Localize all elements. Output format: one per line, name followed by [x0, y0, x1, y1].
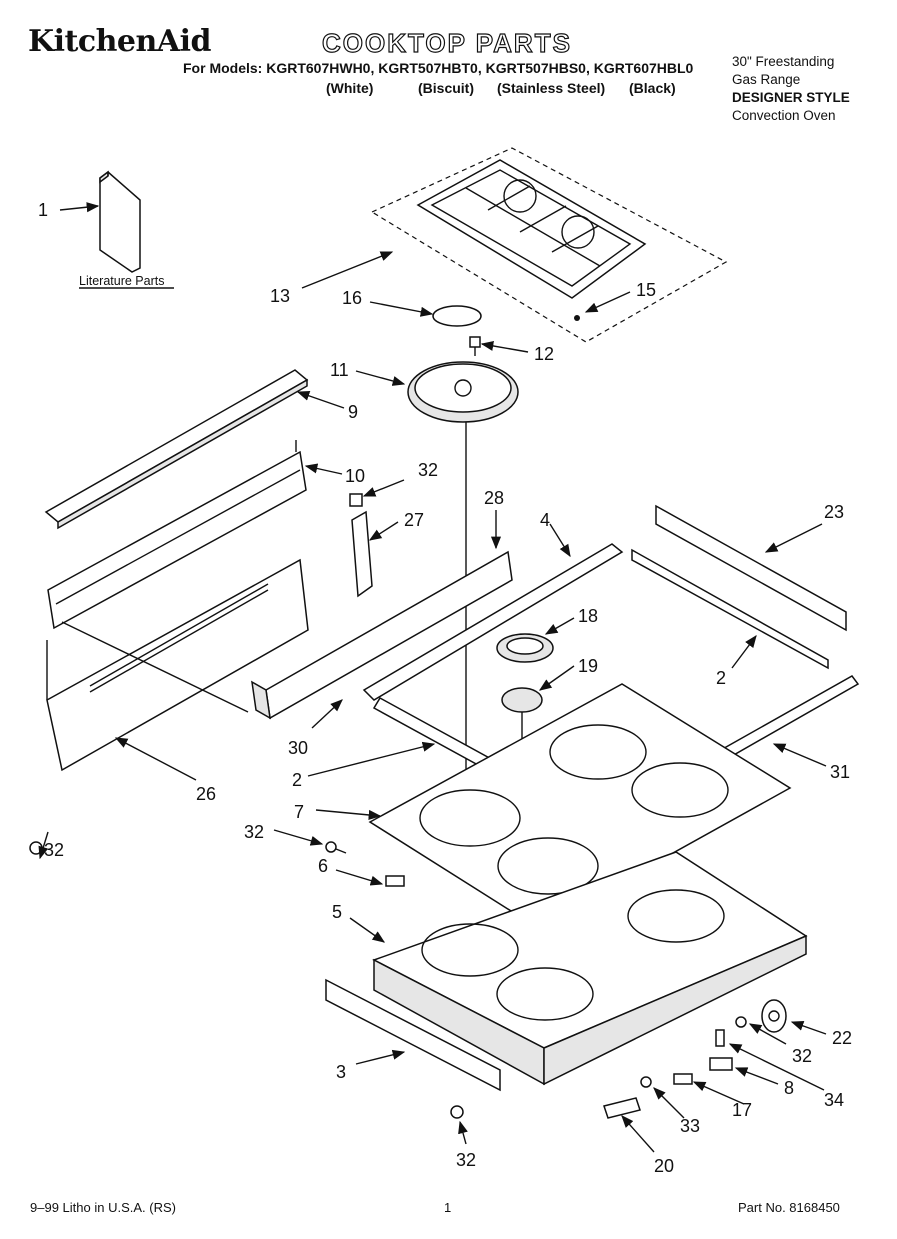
page-title: COOKTOP PARTS — [321, 27, 572, 58]
strip-2-right — [631, 548, 829, 670]
callout-19: 19 — [578, 656, 598, 676]
callout-32-e: 32 — [456, 1150, 476, 1170]
callout-28: 28 — [484, 488, 504, 508]
desc-line-4: Convection Oven — [732, 108, 836, 123]
valve-22 — [761, 999, 787, 1033]
callout-11: 11 — [330, 360, 349, 380]
strip-4 — [362, 543, 624, 701]
callout-1: 1 — [38, 200, 48, 220]
desc-line-1: 30" Freestanding — [732, 54, 835, 69]
callout-23: 23 — [824, 502, 844, 522]
callout-27: 27 — [404, 510, 424, 530]
callout-32-c: 32 — [244, 822, 264, 842]
callout-31: 31 — [830, 762, 850, 782]
callout-12: 12 — [534, 344, 554, 364]
callout-20: 20 — [654, 1156, 674, 1176]
color-biscuit: (Biscuit) — [418, 80, 474, 96]
strip-23 — [655, 504, 847, 632]
leader-lines — [38, 202, 827, 1153]
callout-6: 6 — [318, 856, 328, 876]
cooktop-glass-7 — [368, 683, 792, 929]
callout-32-b: 32 — [44, 840, 64, 860]
callout-7: 7 — [294, 802, 304, 822]
callout-22: 22 — [832, 1028, 852, 1048]
burner-head-18 — [496, 633, 554, 663]
footer-litho: 9–99 Litho in U.S.A. (RS) — [30, 1200, 176, 1215]
desc-line-2: Gas Range — [732, 72, 801, 87]
side-panel-26 — [46, 558, 309, 772]
trim-strip-10 — [47, 440, 307, 630]
cooktop-base-5 — [372, 851, 808, 1086]
burner-base — [407, 361, 519, 828]
callout-17: 17 — [732, 1100, 752, 1120]
footer-page-number: 1 — [444, 1200, 452, 1215]
bracket-27 — [349, 493, 373, 598]
burner-screw — [469, 336, 481, 356]
screw-34 — [715, 1029, 725, 1047]
burner-grate — [370, 147, 728, 343]
part-17 — [673, 1073, 693, 1085]
burner-cap — [432, 305, 482, 327]
trim-28 — [251, 550, 513, 720]
callout-18: 18 — [578, 606, 598, 626]
literature-parts: Literature Parts — [79, 170, 174, 289]
color-white: (White) — [326, 80, 374, 96]
color-black: (Black) — [629, 80, 676, 96]
clip-8 — [709, 1057, 733, 1071]
color-stainless: (Stainless Steel) — [497, 80, 606, 96]
desc-line-3: DESIGNER STYLE — [732, 90, 850, 105]
callout-9: 9 — [348, 402, 358, 422]
bracket-20 — [603, 1097, 641, 1119]
callout-3: 3 — [336, 1062, 346, 1082]
callout-10: 10 — [345, 466, 365, 486]
callout-26: 26 — [196, 784, 216, 804]
callout-33: 33 — [680, 1116, 700, 1136]
screw-32-left — [29, 841, 43, 855]
callout-2-left: 2 — [292, 770, 302, 790]
callout-32-d: 32 — [792, 1046, 812, 1066]
callout-30: 30 — [288, 738, 308, 758]
front-trim-3 — [325, 978, 501, 1092]
callout-4: 4 — [540, 510, 550, 530]
callout-34: 34 — [824, 1090, 844, 1110]
callout-32-a: 32 — [418, 460, 438, 480]
callout-2-right: 2 — [716, 668, 726, 688]
screw-32-bottom — [450, 1105, 464, 1119]
callout-13: 13 — [270, 286, 290, 306]
trim-strip-9 — [44, 369, 309, 530]
callout-16: 16 — [342, 288, 362, 308]
screw-32-mid — [325, 841, 347, 854]
screw-32-right — [735, 1016, 747, 1028]
models-line: For Models: KGRT607HWH0, KGRT507HBT0, KG… — [183, 60, 694, 76]
clip-6 — [385, 875, 405, 887]
brand-logo: KitchenAid — [28, 24, 211, 59]
screw-33 — [640, 1076, 652, 1088]
callout-15: 15 — [636, 280, 656, 300]
footer-part-number: Part No. 8168450 — [738, 1200, 840, 1215]
callout-8: 8 — [784, 1078, 794, 1098]
callout-5: 5 — [332, 902, 342, 922]
range-description: 30" Freestanding Gas Range DESIGNER STYL… — [732, 53, 850, 125]
literature-label: Literature Parts — [79, 274, 164, 288]
callout-labels: 1 13 15 16 12 11 9 10 32 27 28 4 23 18 1… — [38, 200, 852, 1176]
